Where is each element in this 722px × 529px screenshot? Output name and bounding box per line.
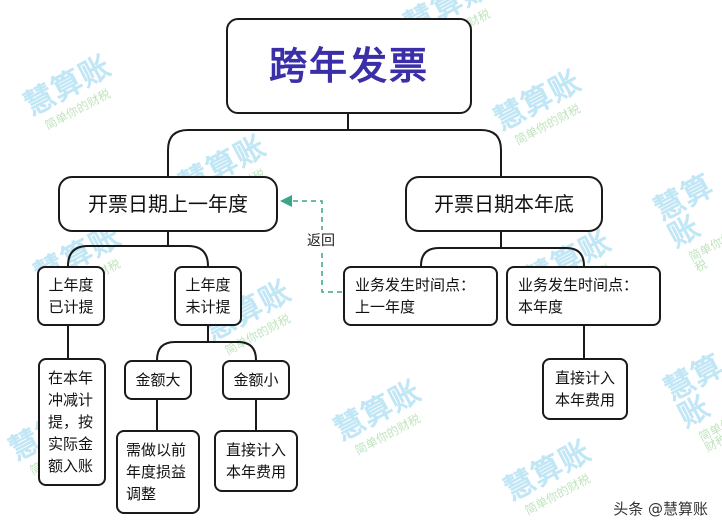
return-label: 返回 [305,230,337,250]
node-this-year-expense: 直接计入本年费用 [542,358,628,420]
connector-last-year-bus [67,245,209,267]
connector-this-year-bus [420,247,585,267]
node-expense-current-year: 直接计入本年费用 [214,430,298,492]
node-accrued-action: 在本年冲减计提，按实际金额入账 [38,358,106,486]
node-not-accrued-last-year: 上年度未计提 [174,266,242,326]
node-business-time-last-year: 业务发生时间点：上一年度 [343,266,498,326]
node-amount-small: 金额小 [222,360,290,400]
connector-amount-bus [156,341,257,361]
connector-root-bus [167,129,502,176]
node-invoice-date-this-year-end: 开票日期本年底 [405,176,603,232]
footer-credit: 头条 @慧算账 [613,500,708,518]
node-business-time-this-year: 业务发生时间点：本年度 [506,266,661,326]
node-prior-year-adjustment: 需做以前年度损益调整 [116,430,200,514]
node-invoice-date-last-year: 开票日期上一年度 [58,176,278,232]
root-node-title: 跨年发票 [226,18,472,114]
node-amount-large: 金额大 [124,360,192,400]
node-accrued-last-year: 上年度已计提 [37,266,105,326]
